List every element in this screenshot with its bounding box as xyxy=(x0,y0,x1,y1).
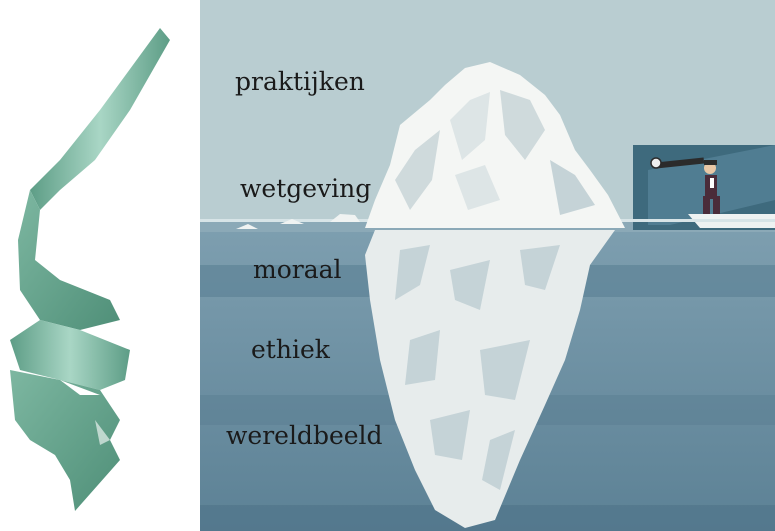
layer-label-wetgeving: wetgeving xyxy=(240,176,371,201)
layer-label-wereldbeeld: wereldbeeld xyxy=(226,423,383,448)
layer-label-moraal: moraal xyxy=(253,257,342,282)
lookout-panel xyxy=(633,145,775,230)
ribbon-arrow-icon xyxy=(0,0,200,531)
layer-label-ethiek: ethiek xyxy=(251,337,330,362)
layer-label-praktijken: praktijken xyxy=(235,69,365,94)
